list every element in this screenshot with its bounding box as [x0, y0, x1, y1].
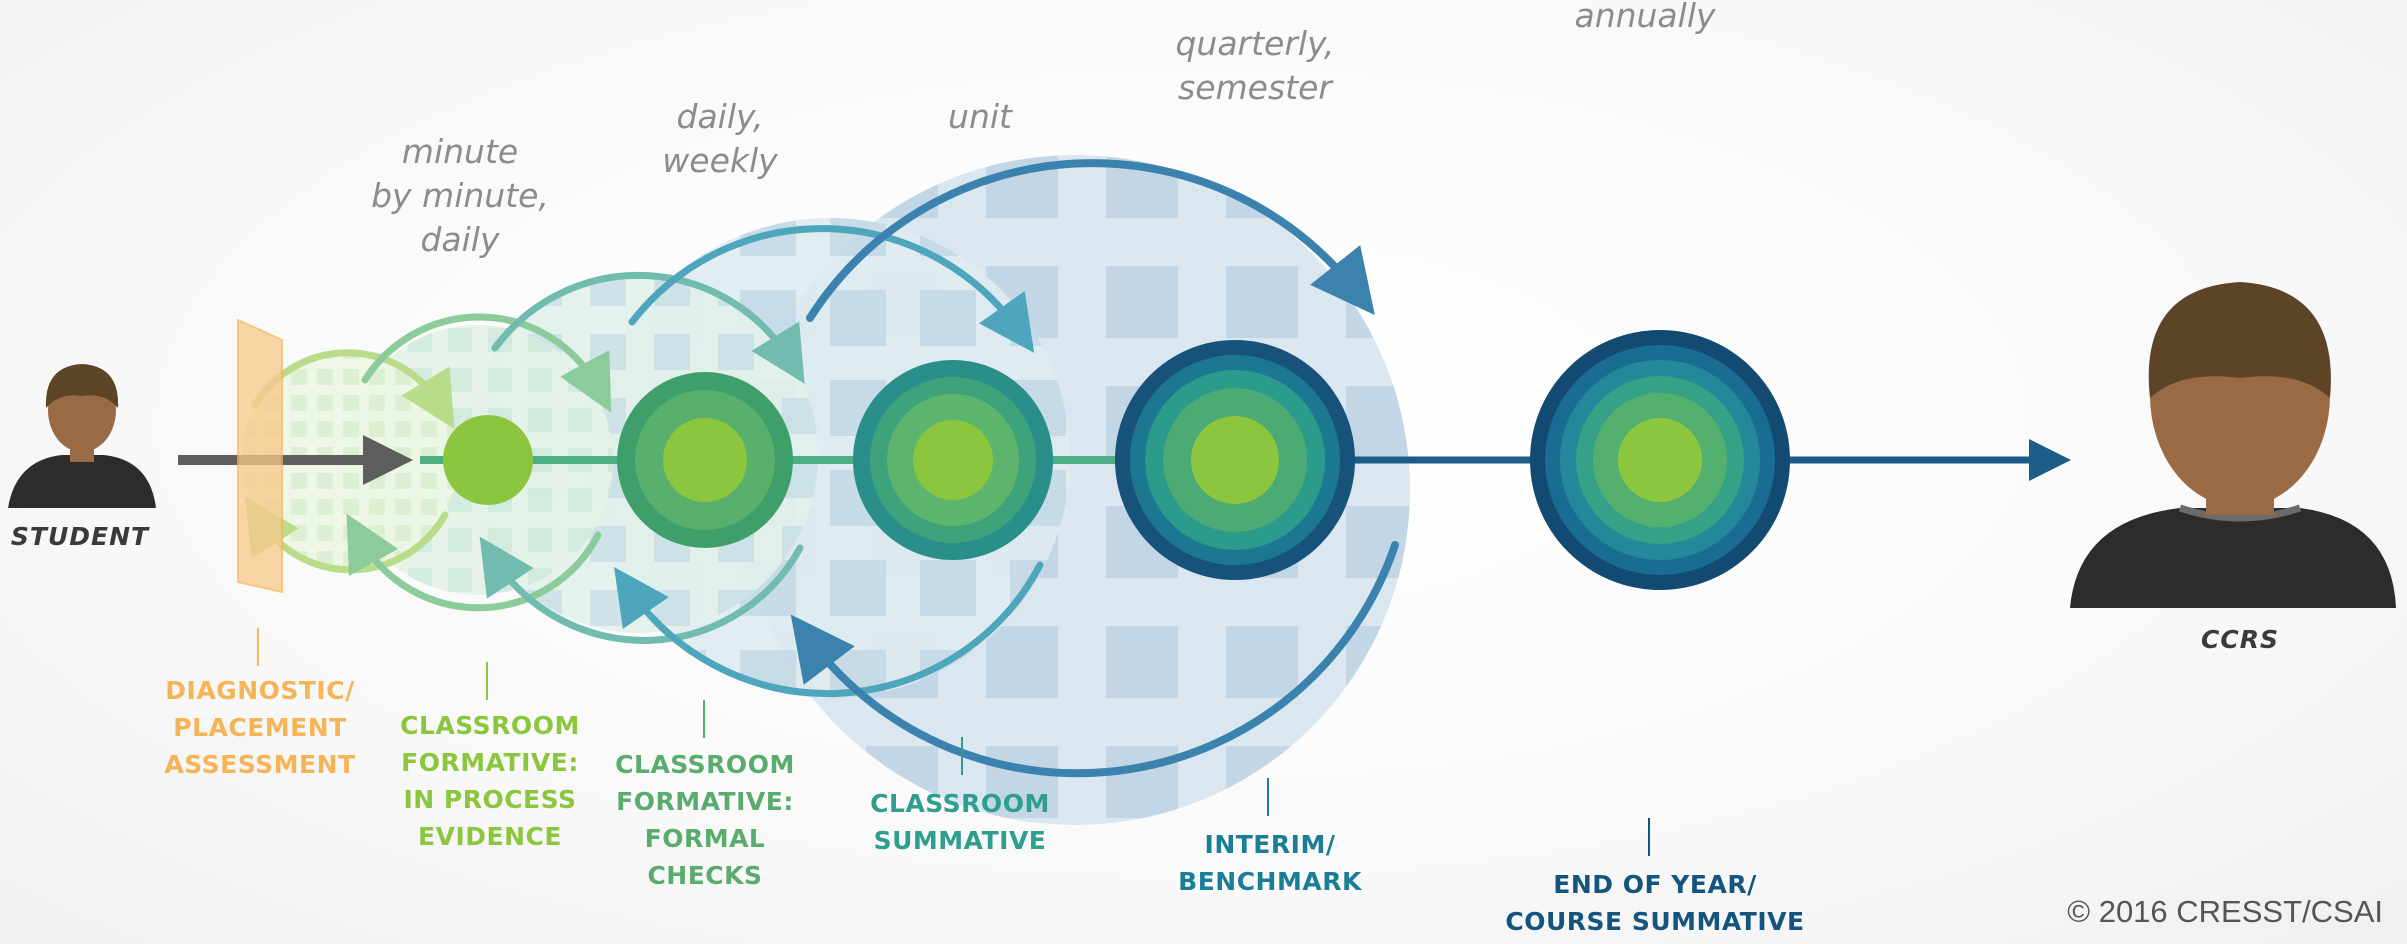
student-avatar: [8, 364, 156, 508]
node-interim-benchmark: [1115, 340, 1355, 580]
label-diagnostic: DIAGNOSTIC/ PLACEMENT ASSESSMENT: [164, 676, 356, 779]
diagnostic-placement-bar: [237, 318, 283, 594]
copyright-notice: © 2016 CRESST/CSAI: [2067, 894, 2383, 929]
label-interim-benchmark: INTERIM/ BENCHMARK: [1178, 830, 1362, 896]
cycle-arrows-interim: [614, 225, 1044, 698]
label-formative-in-process: CLASSROOM FORMATIVE: IN PROCESS EVIDENCE: [400, 711, 580, 851]
label-formative-formal: CLASSROOM FORMATIVE: FORMAL CHECKS: [615, 750, 795, 890]
node-classroom-summative: [853, 360, 1053, 560]
tick-end-of-year: [1648, 818, 1650, 856]
cycle-arrows-end-of-year: [790, 159, 1399, 778]
frequency-formative-in-process: minute by minute, daily: [371, 132, 549, 259]
node-end-of-year: [1530, 330, 1790, 590]
ccrs-label: CCRS: [2201, 625, 2279, 654]
student-label: STUDENT: [10, 522, 150, 551]
cycle-arrows-formative-formal: [346, 313, 612, 612]
frequency-formative-formal: daily, weekly: [662, 97, 778, 180]
cycle-arrows-classroom-summative: [479, 271, 805, 644]
tick-formative-formal: [703, 700, 705, 738]
tick-interim-benchmark: [1267, 778, 1269, 816]
frequency-interim-benchmark: quarterly, semester: [1175, 24, 1335, 107]
frequency-classroom-summative: unit: [948, 97, 1012, 136]
tick-diagnostic: [257, 628, 259, 666]
label-classroom-summative: CLASSROOM SUMMATIVE: [870, 789, 1050, 855]
node-formative-in-process: [443, 415, 533, 505]
ccrs-avatar: [2070, 282, 2396, 608]
node-formative-formal: [617, 372, 793, 548]
frequency-end-of-year: annually: [1574, 0, 1716, 35]
label-end-of-year: END OF YEAR/ COURSE SUMMATIVE: [1505, 870, 1805, 936]
tick-formative-in-process: [486, 662, 488, 700]
tick-classroom-summative: [961, 737, 963, 775]
